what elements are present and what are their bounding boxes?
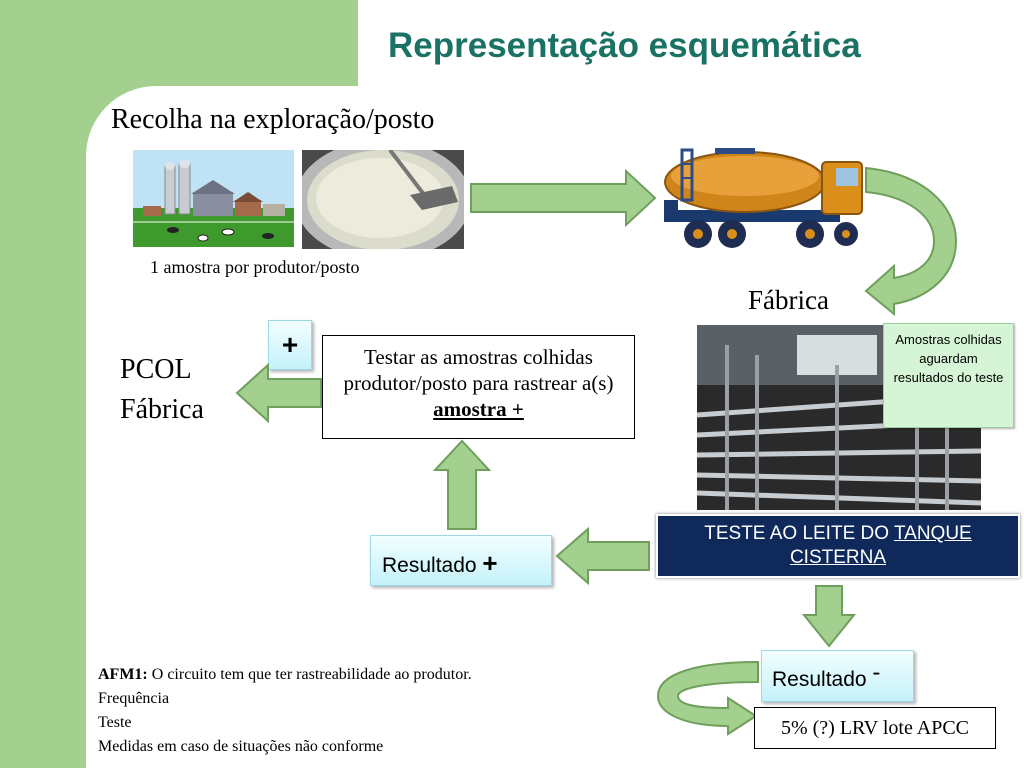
lrv-box: 5% (?) LRV lote APCC [754,707,996,749]
pcol-label-line2: Fábrica [120,394,204,425]
notes-line-1: AFM1: O circuito tem que ter rastreabili… [98,666,472,684]
result-positive-box: Resultado + [370,535,552,586]
milk-vat-image [302,150,464,249]
result-positive-sign: + [482,548,498,578]
page-title: Representação esquemática [388,26,861,65]
plus-symbol: + [281,329,299,360]
arrow-to-lrv [656,660,759,736]
result-negative-label: Resultado [772,668,867,691]
arrow-to-result-positive [555,526,650,586]
tanker-truck-image [664,148,863,248]
collection-heading: Recolha na exploração/posto [111,104,435,135]
factory-label: Fábrica [748,285,829,315]
farm-image [133,150,294,247]
test-samples-emphasis: amostra + [433,397,524,421]
tank-test-underlined: TANQUE CISTERNA [789,523,972,568]
lrv-text: 5% (?) LRV lote APCC [780,717,970,739]
result-negative-box: Resultado - [761,650,914,702]
tank-test-text: TESTE AO LEITE DO [704,523,890,544]
notes-line-3: Teste [98,714,132,731]
tank-test-box: TESTE AO LEITE DO TANQUE CISTERNA [656,514,1020,578]
arrow-truck-to-factory [864,166,958,317]
notes-line-4: Medidas em caso de situações não conform… [98,738,384,755]
result-negative-sign: - [872,659,881,686]
result-positive-label: Resultado [382,554,477,577]
afm-text: O circuito tem que ter rastreabilidade a… [151,666,472,683]
arrow-to-truck [470,168,657,228]
arrow-to-pcol [235,362,322,424]
test-samples-text: Testar as amostras colhidas produtor/pos… [343,345,614,395]
plus-box: + [268,320,312,370]
test-samples-box: Testar as amostras colhidas produtor/pos… [322,335,635,439]
pcol-label-line1: PCOL [120,354,192,385]
waiting-samples-text: Amostras colhidas aguardam resultados do… [893,332,1004,385]
notes-line-2: Frequência [98,690,170,707]
afm-label: AFM1: [98,666,148,683]
waiting-samples-box: Amostras colhidas aguardam resultados do… [883,323,1014,428]
sample-caption: 1 amostra por produtor/posto [150,257,360,277]
arrow-up-to-test [432,439,492,530]
title-background [358,0,1024,96]
arrow-down-to-result-negative [801,585,857,648]
